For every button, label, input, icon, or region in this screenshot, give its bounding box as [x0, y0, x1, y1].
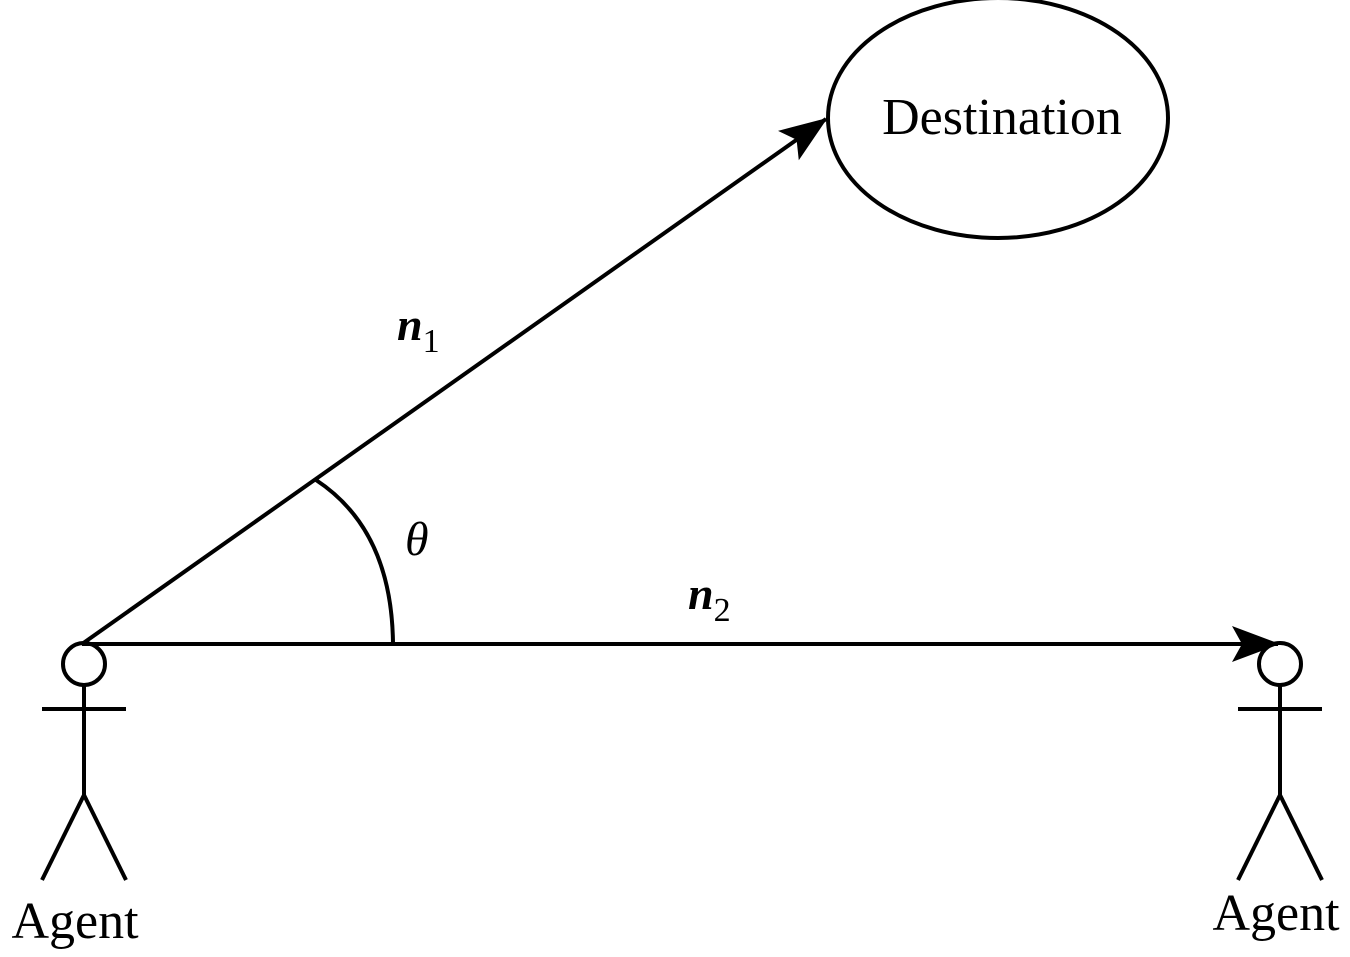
agent-right-label: Agent: [1212, 885, 1340, 942]
agent-right-head: [1257, 641, 1303, 687]
vector-n2-label: n2: [688, 568, 731, 629]
agent-left-head: [61, 641, 107, 687]
angle-label: θ: [405, 513, 429, 566]
agent-figure-right: Agent: [1212, 641, 1340, 942]
agent-figure-left: Agent: [11, 641, 139, 950]
agent-left-leg-left: [40, 794, 86, 881]
agent-left-leg-right: [82, 794, 128, 881]
vector-n2-symbol: n: [688, 568, 714, 619]
vector-n1-label: n1: [397, 299, 440, 360]
agent-right-leg-right: [1278, 794, 1324, 881]
destination-label: Destination: [882, 89, 1122, 146]
destination-ellipse: [826, 0, 1170, 240]
vector-n1-subscript: 1: [423, 323, 440, 360]
angle-arc: [314, 478, 395, 645]
vector-n1-arrow: [80, 117, 828, 646]
vector-n1-symbol: n: [397, 299, 423, 350]
agent-right-leg-left: [1236, 794, 1282, 881]
agent-left-label: Agent: [11, 893, 139, 950]
vector-n2-subscript: 2: [714, 592, 731, 629]
destination-node: Destination: [826, 0, 1170, 240]
